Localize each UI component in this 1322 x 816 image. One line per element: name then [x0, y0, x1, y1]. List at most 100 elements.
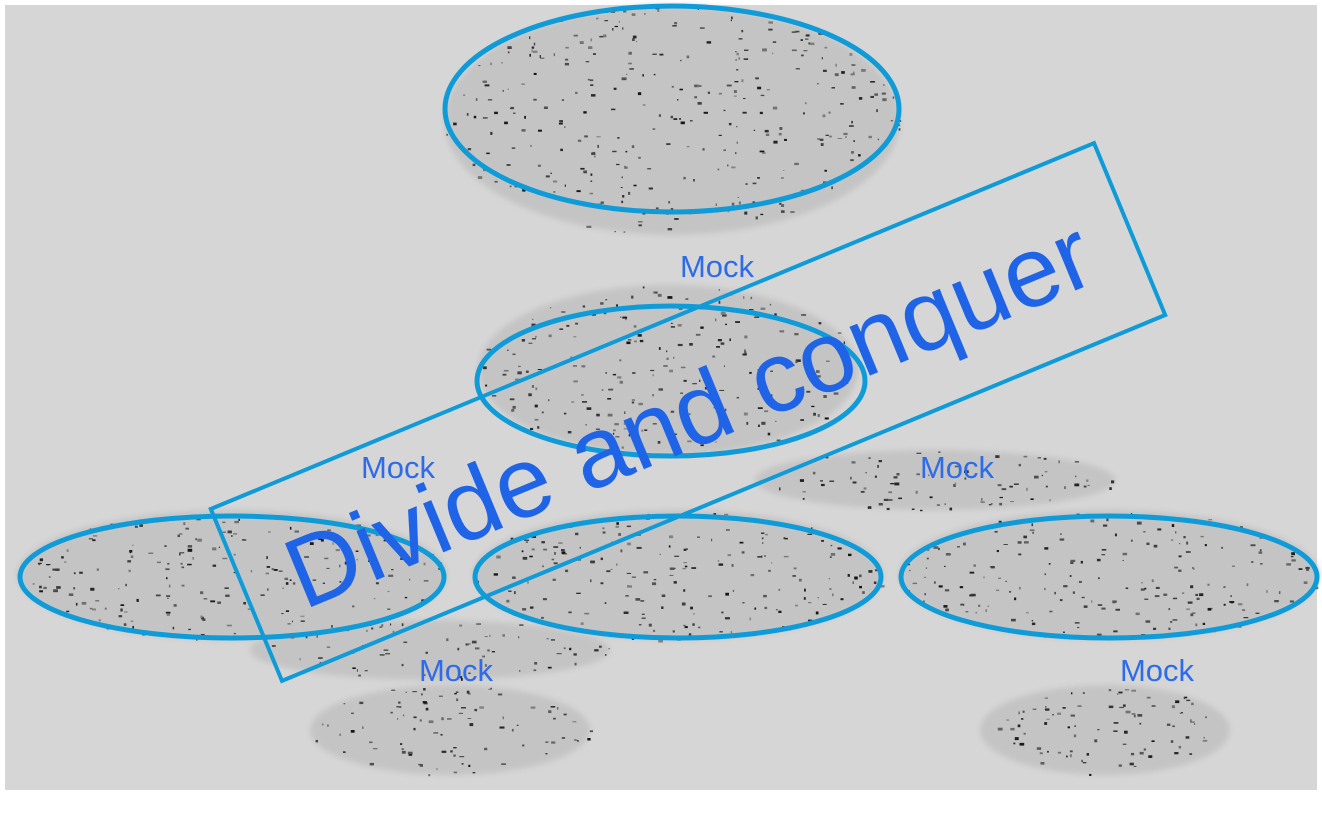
texture-speckle — [622, 27, 624, 30]
texture-speckle — [692, 623, 695, 626]
texture-speckle — [1259, 537, 1263, 539]
texture-speckle — [565, 46, 569, 49]
texture-speckle — [590, 180, 593, 182]
texture-speckle — [627, 542, 631, 546]
texture-speckle — [1006, 719, 1010, 721]
texture-speckle — [468, 672, 471, 674]
texture-speckle — [1130, 513, 1133, 514]
texture-speckle — [870, 95, 874, 98]
texture-speckle — [725, 592, 729, 596]
texture-speckle — [997, 484, 1002, 487]
texture-speckle — [805, 34, 810, 37]
texture-speckle — [512, 353, 516, 356]
texture-speckle — [551, 558, 555, 561]
texture-speckle — [749, 617, 751, 621]
texture-speckle — [987, 605, 989, 608]
texture-speckle — [666, 350, 668, 353]
texture-speckle — [489, 634, 491, 637]
texture-speckle — [678, 308, 683, 310]
texture-speckle — [511, 728, 514, 732]
texture-speckle — [524, 115, 526, 119]
texture-speckle — [265, 572, 269, 575]
texture-speckle — [717, 339, 722, 342]
texture-speckle — [1250, 544, 1256, 547]
texture-speckle — [760, 307, 766, 310]
texture-speckle — [132, 544, 134, 546]
texture-speckle — [561, 311, 566, 313]
texture-speckle — [807, 533, 813, 535]
texture-speckle — [1240, 526, 1243, 529]
texture-speckle — [623, 428, 628, 430]
texture-speckle — [744, 349, 746, 353]
texture-speckle — [123, 623, 127, 626]
texture-speckle — [197, 538, 202, 542]
texture-speckle — [683, 589, 686, 592]
texture-speckle — [1037, 457, 1041, 459]
texture-speckle — [1174, 566, 1179, 569]
texture-speckle — [104, 607, 107, 610]
texture-speckle — [1096, 558, 1101, 562]
texture-speckle — [877, 465, 879, 468]
texture-speckle — [541, 411, 544, 414]
texture-speckle — [550, 172, 552, 174]
texture-speckle — [1199, 593, 1204, 597]
texture-speckle — [868, 570, 873, 573]
texture-speckle — [731, 16, 733, 20]
texture-speckle — [717, 168, 720, 171]
texture-speckle — [574, 662, 577, 666]
texture-speckle — [700, 444, 704, 447]
texture-speckle — [1044, 587, 1046, 591]
middle-node-outline — [474, 303, 868, 459]
texture-speckle — [556, 653, 562, 655]
texture-speckle — [870, 81, 875, 83]
texture-speckle — [317, 595, 319, 598]
texture-speckle — [813, 412, 816, 416]
texture-speckle — [999, 502, 1003, 506]
texture-speckle — [1031, 523, 1033, 527]
texture-speckle — [944, 565, 946, 567]
texture-speckle — [683, 624, 686, 627]
texture-speckle — [617, 376, 622, 379]
texture-speckle — [644, 429, 648, 431]
texture-speckle — [697, 102, 702, 105]
texture-speckle — [278, 570, 283, 572]
texture-speckle — [610, 568, 613, 570]
texture-speckle — [507, 88, 509, 90]
texture-speckle — [187, 563, 192, 566]
texture-speckle — [616, 304, 618, 307]
texture-speckle — [401, 748, 404, 750]
texture-speckle — [559, 328, 564, 330]
texture-speckle — [679, 118, 681, 120]
texture-speckle — [781, 204, 785, 207]
texture-speckle — [794, 162, 799, 166]
texture-speckle — [369, 741, 373, 744]
texture-speckle — [502, 716, 504, 720]
texture-speckle — [506, 164, 511, 166]
texture-speckle — [225, 594, 230, 597]
root-node-outline — [442, 3, 902, 215]
texture-speckle — [944, 503, 946, 505]
texture-speckle — [923, 600, 925, 603]
texture-speckle — [730, 19, 732, 22]
texture-speckle — [605, 299, 608, 301]
texture-speckle — [625, 595, 629, 597]
right-leaf-node-outline — [898, 513, 1320, 641]
texture-speckle — [428, 774, 431, 777]
texture-speckle — [1009, 485, 1013, 488]
texture-speckle — [200, 591, 204, 595]
texture-blob — [250, 620, 610, 680]
texture-speckle — [167, 597, 169, 599]
texture-speckle — [998, 577, 1001, 579]
texture-speckle — [933, 546, 939, 549]
texture-speckle — [1193, 567, 1195, 570]
texture-speckle — [1081, 596, 1085, 599]
texture-speckle — [783, 537, 786, 540]
texture-speckle — [1208, 519, 1213, 521]
texture-speckle — [203, 598, 208, 600]
title-box — [208, 140, 1168, 684]
texture-speckle — [916, 473, 920, 476]
texture-speckle — [822, 114, 826, 118]
texture-speckle — [271, 645, 276, 647]
texture-speckle — [156, 561, 161, 564]
texture-speckle — [531, 46, 535, 49]
